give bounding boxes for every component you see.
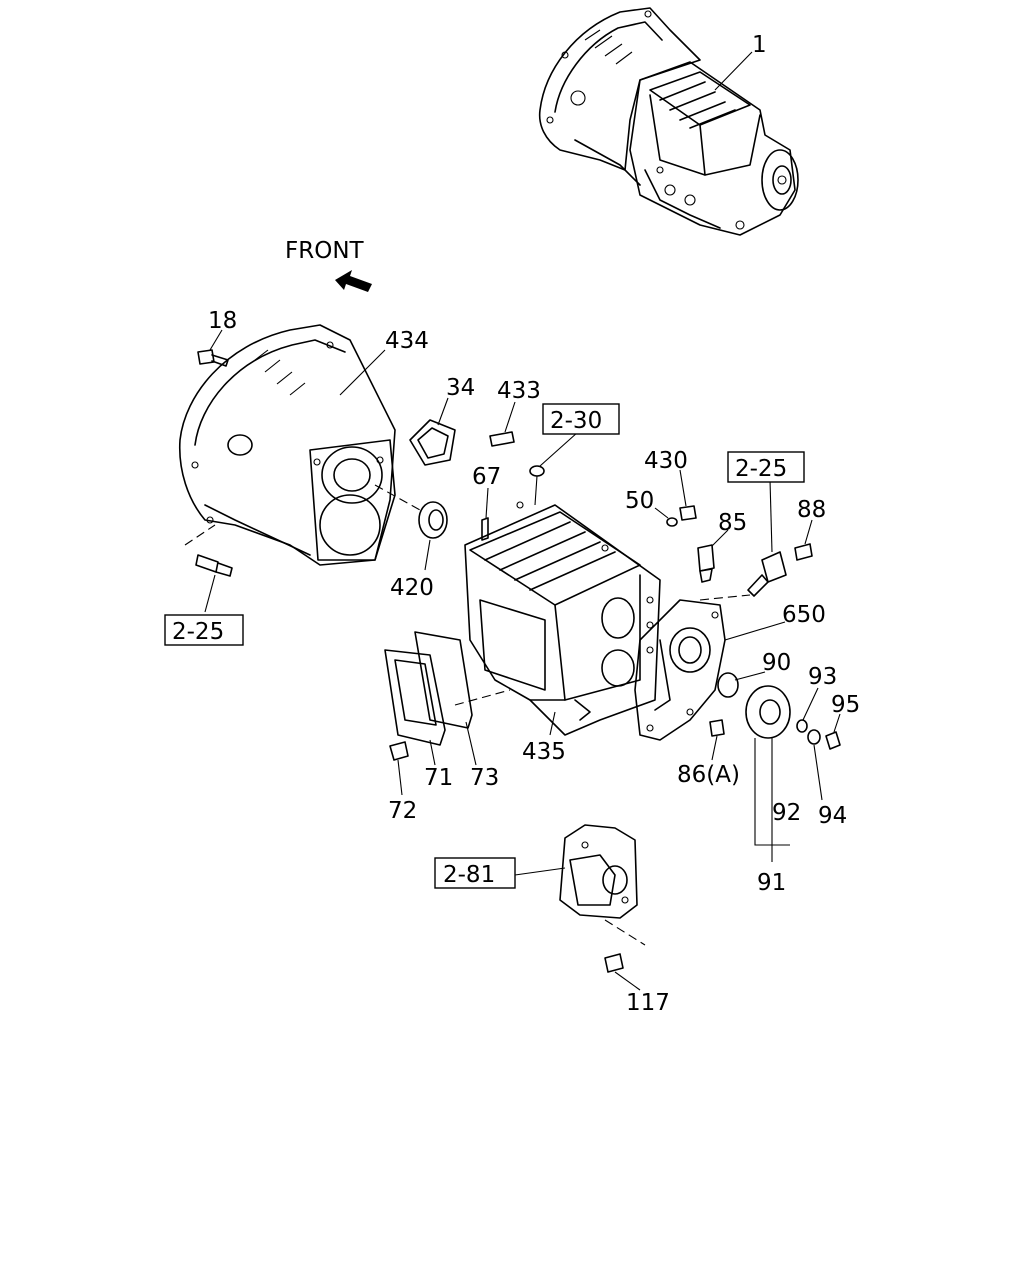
leader-ref-2-81: [514, 867, 566, 876]
label-part-18: 18: [208, 308, 237, 334]
breather-2-30: [529, 465, 545, 477]
front-label: FRONT: [285, 238, 365, 264]
label-part-117: 117: [626, 990, 670, 1016]
label-part-50: 50: [625, 488, 654, 514]
ref-box-2-30: 2-30: [542, 403, 620, 435]
leader-67: [485, 487, 489, 519]
stud-67: [481, 517, 489, 541]
plate-433: [489, 431, 515, 447]
label-part-1: 1: [752, 32, 767, 58]
leader-breather-down: [534, 475, 538, 506]
label-part-433: 433: [497, 378, 541, 404]
leader-94: [813, 744, 823, 801]
ref-box-2-25-right: 2-25: [727, 451, 805, 483]
unit-2-81: [559, 824, 638, 919]
rear-cover-650: [634, 599, 726, 741]
o-ring-93: [796, 719, 808, 733]
leader-86: [711, 735, 718, 761]
label-part-650: 650: [782, 602, 826, 628]
seal-90: [717, 672, 739, 698]
leader-93: [802, 687, 819, 721]
ref-box-2-81: 2-81: [434, 857, 516, 889]
bolt-117: [604, 953, 624, 973]
gearbox-case-435: [464, 501, 661, 736]
label-part-67: 67: [472, 464, 501, 490]
label-part-34: 34: [446, 375, 475, 401]
label-part-430: 430: [644, 448, 688, 474]
dash-gasket: [454, 689, 511, 706]
leader-650: [724, 621, 786, 641]
leader-420: [424, 539, 431, 571]
leader-ref-2-25-b: [769, 479, 773, 553]
leader-430: [679, 469, 687, 507]
ref-label-2-81: 2-81: [443, 862, 495, 888]
dash-2-81: [604, 919, 646, 946]
leader-434: [339, 349, 386, 396]
label-part-93: 93: [808, 664, 837, 690]
bolt-86a: [709, 719, 725, 737]
front-arrow-icon: [335, 270, 372, 292]
label-part-95: 95: [831, 692, 860, 718]
seal-34: [409, 419, 456, 466]
gasket-73: [414, 631, 473, 729]
bracket-91: [754, 738, 790, 846]
leader-71: [429, 739, 436, 766]
leader-85: [711, 529, 729, 547]
label-part-435: 435: [522, 739, 566, 765]
leader-90: [734, 671, 766, 681]
oil-seal-420: [418, 501, 448, 539]
label-part-86a: 86(A): [677, 762, 740, 788]
ref-label-2-25-right: 2-25: [735, 456, 787, 482]
washer-94: [807, 729, 821, 745]
part-labels: 1 18 434 34 433 430 67 50 85 88 420 650 …: [208, 32, 860, 1016]
leader-433: [504, 401, 516, 433]
label-part-91: 91: [757, 870, 786, 896]
bolt-18: [197, 349, 229, 367]
leader-ref-2-30: [539, 431, 579, 467]
leader-95: [833, 713, 841, 733]
leader-18: [209, 329, 223, 351]
flange-92: [745, 685, 791, 739]
label-part-73: 73: [470, 765, 499, 791]
ref-label-2-30: 2-30: [550, 408, 602, 434]
label-part-71: 71: [424, 765, 453, 791]
leader-73: [465, 721, 477, 766]
leader-1: [714, 51, 753, 91]
dash-420: [374, 484, 421, 511]
dash-sensor: [699, 594, 751, 601]
ref-box-2-25-left: 2-25: [164, 614, 244, 646]
leader-88: [804, 519, 813, 545]
bolt-430: [679, 505, 697, 521]
label-part-90: 90: [762, 650, 791, 676]
reference-labels: 2-30 2-25 2-25 2-81: [164, 403, 805, 889]
leader-50: [654, 507, 669, 519]
leader-435: [549, 711, 556, 736]
label-part-434: 434: [385, 328, 429, 354]
leader-34: [437, 397, 449, 426]
label-part-72: 72: [388, 798, 417, 824]
label-part-92: 92: [772, 800, 801, 826]
label-part-94: 94: [818, 803, 847, 829]
label-part-88: 88: [797, 497, 826, 523]
label-part-85: 85: [718, 510, 747, 536]
label-part-420: 420: [390, 575, 434, 601]
transmission-assembly: [538, 7, 799, 236]
bolt-72: [389, 741, 409, 761]
front-arrow: FRONT: [285, 238, 372, 292]
ref-label-2-25-left: 2-25: [172, 619, 224, 645]
leader-117: [614, 971, 641, 991]
switch-85: [697, 544, 715, 583]
bolt-ref-2-25: [195, 554, 233, 577]
gasket-71: [384, 649, 446, 746]
leader-72: [397, 759, 403, 796]
speed-sensor-2-25: [747, 551, 787, 597]
clutch-housing-434: [178, 324, 396, 566]
washer-50: [666, 517, 678, 527]
dash-bolt: [184, 524, 216, 546]
leader-ref-2-25-a: [204, 574, 216, 613]
nut-95: [825, 731, 841, 750]
bolt-88: [794, 543, 813, 561]
